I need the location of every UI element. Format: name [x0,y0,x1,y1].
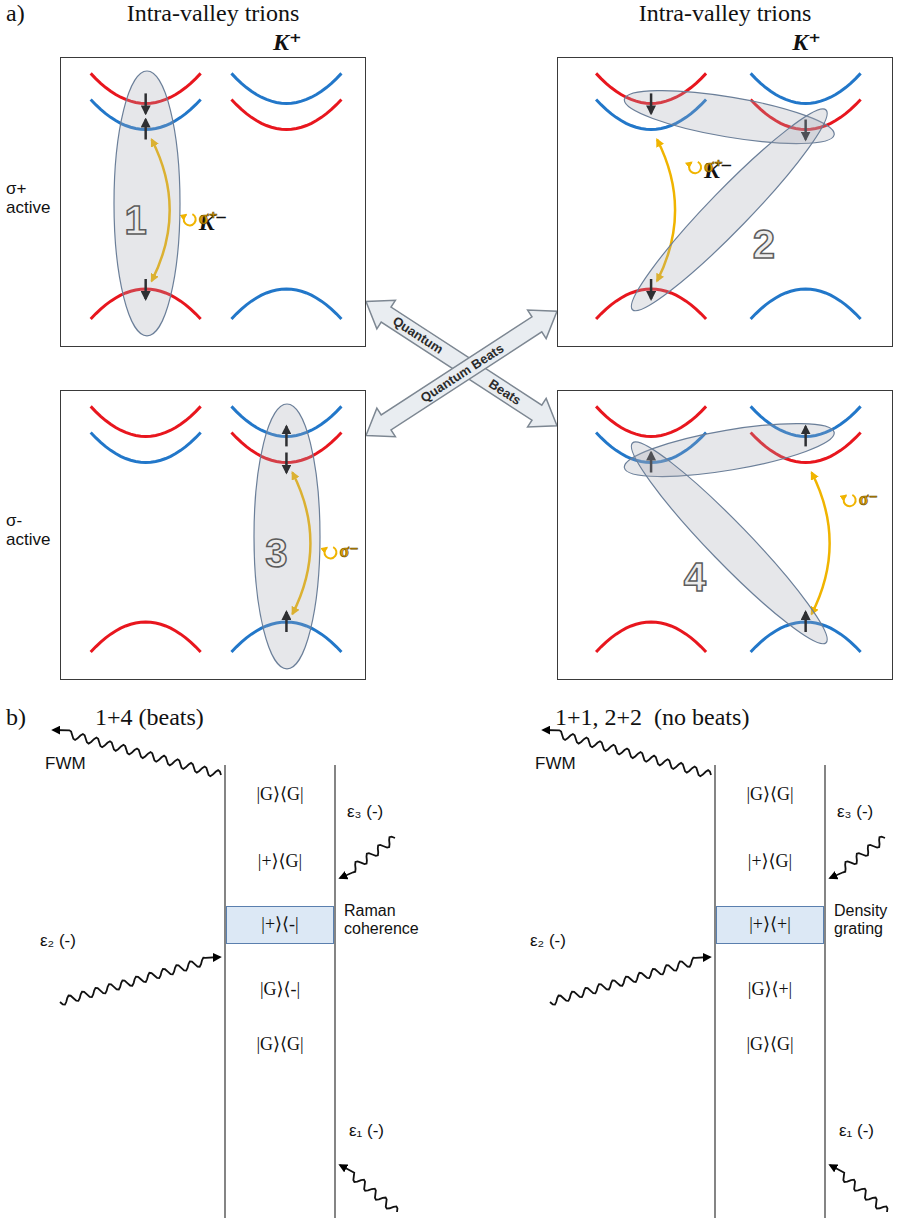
band-panel: 4 σ⁻ [557,390,893,680]
circular-polarization-symbol [844,495,856,506]
density-matrix-label: |+⟩⟨+| [749,915,791,935]
density-matrix-label: |G⟩⟨+| [748,980,792,1000]
circular-polarization-symbol [689,162,701,173]
valley-label: K⁺ [792,29,821,55]
energy-band [91,406,201,436]
trion-ellipse: 1 [113,70,181,337]
photon-wave [60,957,220,1005]
coherence-box: |+⟩⟨+| [716,906,824,944]
ellipse-outline [114,71,180,336]
trion-ellipse: 2 [602,72,857,322]
energy-band [596,622,706,652]
column-heading: Intra-valley trions [127,0,300,26]
column-heading: Intra-valley trions [639,0,812,26]
energy-band [91,433,201,463]
energy-band [91,622,201,652]
signal-label: FWM [45,755,86,774]
density-matrix-label: |G⟩⟨G| [256,785,303,805]
field-label: ε₃ (-) [837,803,873,822]
band-panel: 1K⁺K⁻σ⁺ [60,57,366,347]
photon-wave [340,837,395,878]
row-label: σ+ active [6,180,60,217]
panel-label: a) [6,0,25,26]
energy-band [751,289,861,319]
ellipse-outline [602,405,857,655]
energy-band [596,406,706,436]
field-label: ε₂ (-) [40,932,76,951]
density-matrix-label: |G⟩⟨-| [260,980,300,1000]
callout-number: 4 [684,555,706,599]
signal-label: FWM [535,755,576,774]
ellipse-outline [602,72,857,322]
density-matrix-label: |G⟩⟨G| [256,1035,303,1055]
callout-number: 2 [753,222,775,266]
density-matrix-label: |G⟩⟨G| [746,1035,793,1055]
circular-polarization-symbol [184,214,196,225]
time-line [224,765,225,1218]
density-matrix-label: |+⟩⟨G| [258,852,302,872]
density-matrix-label: |G⟩⟨G| [746,785,793,805]
panel-label: b) [6,704,26,730]
field-label: ε₁ (-) [349,1122,384,1141]
polarization-label: σ⁻ [339,542,358,562]
polarization-label: σ⁺ [704,157,723,177]
ellipse-outline [254,404,320,669]
quantum-beat-arrow [366,310,557,437]
energy-band [231,73,341,103]
field-label: ε₁ (-) [839,1122,874,1141]
time-line [334,765,335,1218]
polarization-label: σ⁺ [199,209,218,229]
photon-wave [340,1165,397,1212]
callout-number: 1 [125,198,147,242]
trion-ellipse: 3 [253,403,321,670]
energy-band [751,73,861,103]
callout-number: 3 [265,531,287,575]
density-matrix-label: |+⟩⟨-| [261,915,298,935]
grating-note: Density grating [834,902,899,937]
trion-ellipse: 4 [602,405,857,655]
band-panel: 3 σ⁻ [60,390,366,680]
ellipse-outline [618,96,840,324]
photon-wave [830,1165,887,1212]
density-matrix-label: |+⟩⟨G| [748,852,792,872]
band-panel: 2K⁺K⁻σ⁺ [557,57,893,347]
energy-band [231,100,341,130]
photon-wave [550,957,710,1005]
arrow-label: Quantum [387,312,448,359]
field-label: ε₃ (-) [347,803,383,822]
diagram-heading: 1+1, 2+2 (no beats) [555,704,749,730]
diagram-heading: 1+4 (beats) [95,704,204,730]
coherence-box: |+⟩⟨-| [226,906,334,944]
circular-polarization-symbol [324,547,336,558]
coherence-note: Raman coherence [344,902,440,937]
row-label: σ- active [6,512,60,549]
ellipse-outline [618,429,840,657]
photon-wave [830,837,885,878]
time-line [824,765,825,1218]
time-line [714,765,715,1218]
energy-band [231,289,341,319]
polarization-label: σ⁻ [859,490,878,510]
transition-arrow [812,473,830,615]
field-label: ε₂ (-) [530,932,566,951]
valley-label: K⁺ [273,29,302,55]
